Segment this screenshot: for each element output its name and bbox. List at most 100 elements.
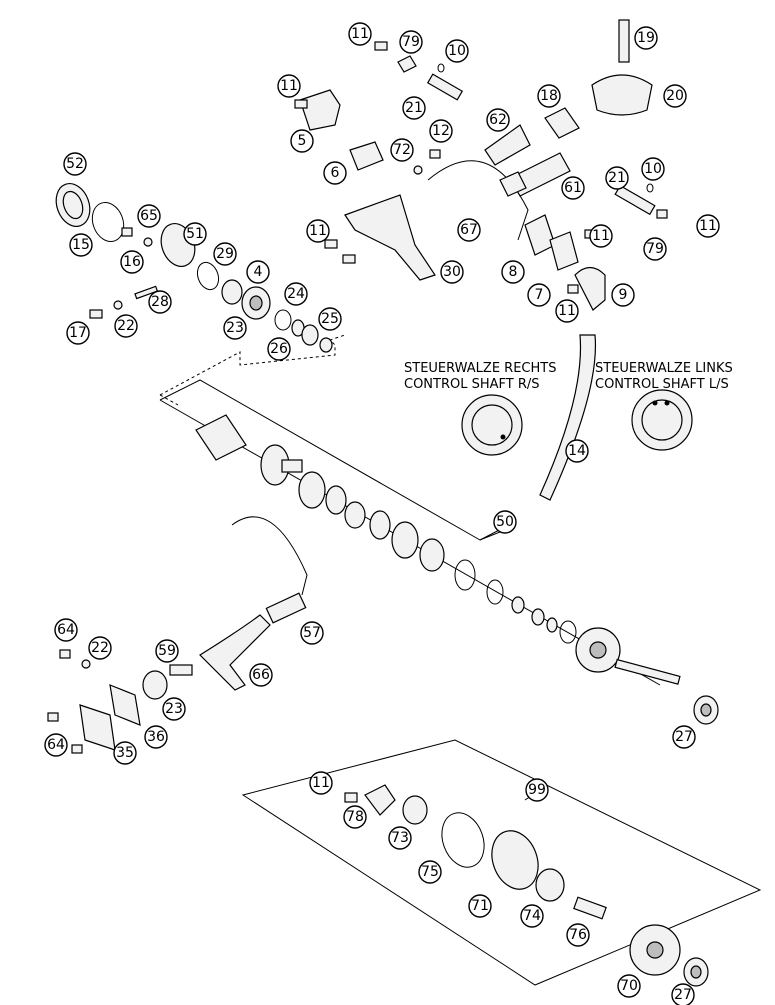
caption-left-de: STEUERWALZE LINKS bbox=[595, 361, 733, 376]
callout-label: 6 bbox=[323, 161, 347, 185]
callout-label: 73 bbox=[388, 826, 412, 850]
callout-label: 99 bbox=[525, 778, 549, 802]
callout-label: 78 bbox=[343, 805, 367, 829]
callout-label: 62 bbox=[486, 108, 510, 132]
svg-text:8: 8 bbox=[509, 264, 518, 280]
callout-label: 21 bbox=[402, 96, 426, 120]
callout-label: 11 bbox=[277, 74, 301, 98]
svg-text:10: 10 bbox=[448, 43, 466, 59]
svg-text:59: 59 bbox=[158, 643, 176, 659]
callout-label: 59 bbox=[155, 639, 179, 663]
svg-text:11: 11 bbox=[351, 26, 369, 42]
callout-label: 24 bbox=[284, 282, 308, 306]
svg-text:76: 76 bbox=[569, 927, 587, 943]
svg-text:79: 79 bbox=[646, 241, 664, 257]
callout-label: 67 bbox=[457, 218, 481, 242]
svg-text:99: 99 bbox=[528, 782, 546, 798]
callout-label: 36 bbox=[144, 725, 168, 749]
svg-text:67: 67 bbox=[460, 222, 478, 238]
callout-label: 8 bbox=[501, 260, 525, 284]
svg-text:18: 18 bbox=[540, 88, 558, 104]
callout-label: 66 bbox=[249, 663, 273, 687]
callout-label: 22 bbox=[88, 636, 112, 660]
callout-label: 27 bbox=[672, 725, 696, 749]
callout-label: 28 bbox=[148, 290, 172, 314]
callout-label: 74 bbox=[520, 904, 544, 928]
svg-text:65: 65 bbox=[140, 208, 158, 224]
callout-label: 20 bbox=[663, 84, 687, 108]
svg-text:29: 29 bbox=[216, 246, 234, 262]
callout-label: 23 bbox=[162, 697, 186, 721]
callout-label: 70 bbox=[617, 974, 641, 998]
callout-label: 79 bbox=[399, 30, 423, 54]
callout-label: 64 bbox=[54, 618, 78, 642]
callout-label: 15 bbox=[69, 233, 93, 257]
svg-text:28: 28 bbox=[151, 294, 169, 310]
svg-text:24: 24 bbox=[287, 286, 305, 302]
callout-label: 11 bbox=[306, 219, 330, 243]
svg-text:52: 52 bbox=[66, 156, 84, 172]
callout-label: 65 bbox=[137, 204, 161, 228]
callout-label: 26 bbox=[267, 337, 291, 361]
callout-label: 11 bbox=[589, 224, 613, 248]
svg-text:11: 11 bbox=[558, 303, 576, 319]
part-callouts: 11 79 10 19 20 11 21 18 62 5 12 72 6 10 … bbox=[44, 22, 720, 1005]
callout-label: 17 bbox=[66, 321, 90, 345]
svg-text:36: 36 bbox=[147, 729, 165, 745]
svg-text:73: 73 bbox=[391, 830, 409, 846]
svg-text:61: 61 bbox=[564, 180, 582, 196]
callout-label: 21 bbox=[605, 166, 629, 190]
caption-right-de: STEUERWALZE RECHTS bbox=[404, 361, 556, 376]
callout-label: 4 bbox=[246, 260, 270, 284]
callout-label: 11 bbox=[348, 22, 372, 46]
svg-text:62: 62 bbox=[489, 112, 507, 128]
svg-text:11: 11 bbox=[312, 775, 330, 791]
callout-label: 79 bbox=[643, 237, 667, 261]
callout-label: 51 bbox=[183, 222, 207, 246]
control-shaft-captions: STEUERWALZE RECHTS CONTROL SHAFT R/S STE… bbox=[404, 361, 733, 392]
callout-label: 52 bbox=[63, 152, 87, 176]
svg-text:11: 11 bbox=[592, 228, 610, 244]
svg-text:14: 14 bbox=[568, 443, 586, 459]
svg-text:21: 21 bbox=[608, 170, 626, 186]
svg-text:79: 79 bbox=[402, 34, 420, 50]
svg-text:22: 22 bbox=[91, 640, 109, 656]
callout-label: 27 bbox=[671, 983, 695, 1005]
callout-label: 76 bbox=[566, 923, 590, 947]
callout-label: 50 bbox=[493, 510, 517, 534]
svg-text:10: 10 bbox=[644, 161, 662, 177]
callout-label: 29 bbox=[213, 242, 237, 266]
callout-label: 12 bbox=[429, 119, 453, 143]
svg-text:25: 25 bbox=[321, 311, 339, 327]
callout-label: 10 bbox=[641, 157, 665, 181]
callout-label: 10 bbox=[445, 39, 469, 63]
callout-label: 11 bbox=[696, 214, 720, 238]
caption-left-en: CONTROL SHAFT L/S bbox=[595, 377, 729, 392]
svg-text:66: 66 bbox=[252, 667, 270, 683]
svg-text:78: 78 bbox=[346, 809, 364, 825]
svg-text:35: 35 bbox=[116, 745, 134, 761]
svg-text:17: 17 bbox=[69, 325, 87, 341]
svg-text:4: 4 bbox=[254, 264, 263, 280]
svg-text:21: 21 bbox=[405, 100, 423, 116]
callout-label: 7 bbox=[527, 283, 551, 307]
svg-text:70: 70 bbox=[620, 978, 638, 994]
svg-text:19: 19 bbox=[637, 30, 655, 46]
svg-text:27: 27 bbox=[674, 987, 692, 1003]
svg-text:64: 64 bbox=[57, 622, 75, 638]
svg-text:11: 11 bbox=[309, 223, 327, 239]
svg-text:72: 72 bbox=[393, 142, 411, 158]
callout-label: 5 bbox=[290, 129, 314, 153]
callout-label: 11 bbox=[555, 299, 579, 323]
svg-text:9: 9 bbox=[619, 287, 628, 303]
svg-text:20: 20 bbox=[666, 88, 684, 104]
svg-text:5: 5 bbox=[298, 133, 307, 149]
svg-text:57: 57 bbox=[303, 625, 321, 641]
callout-label: 16 bbox=[120, 250, 144, 274]
callout-label: 57 bbox=[300, 621, 324, 645]
svg-text:51: 51 bbox=[186, 226, 204, 242]
callout-label: 9 bbox=[611, 283, 635, 307]
svg-text:22: 22 bbox=[117, 318, 135, 334]
callout-label: 23 bbox=[223, 316, 247, 340]
svg-text:15: 15 bbox=[72, 237, 90, 253]
